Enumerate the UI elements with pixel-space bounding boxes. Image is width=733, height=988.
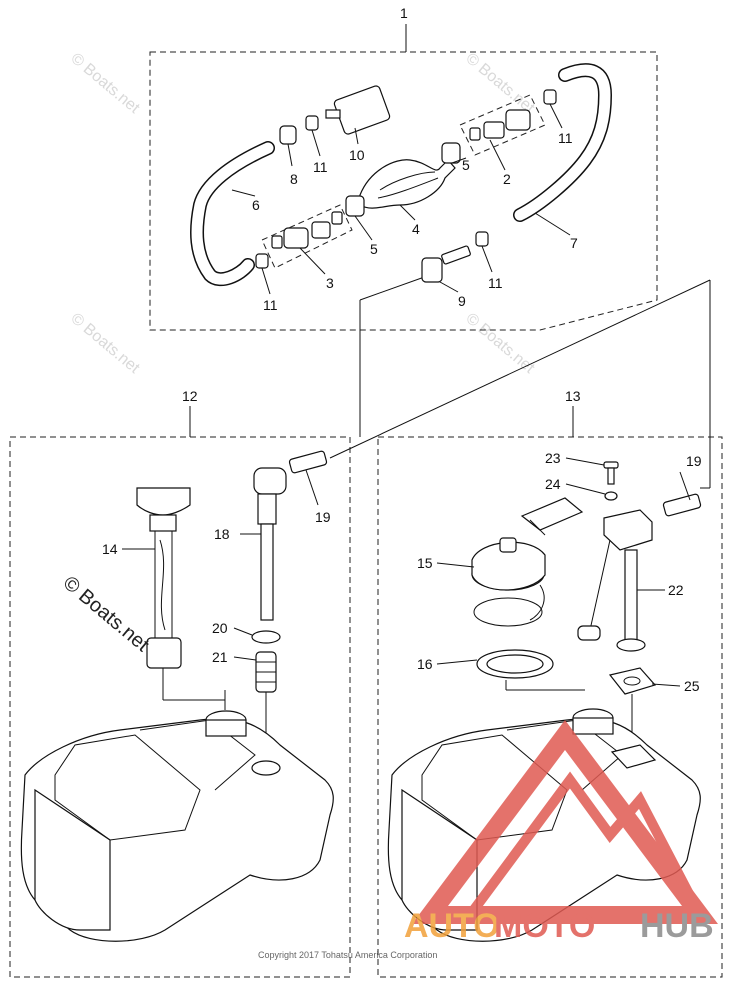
o-ring-20 xyxy=(251,630,281,644)
callout-3: 3 xyxy=(326,275,334,291)
gasket-25 xyxy=(608,667,657,695)
callout-13: 13 xyxy=(565,388,581,404)
washer-24 xyxy=(604,491,618,501)
plate-24 xyxy=(520,497,584,531)
callout-11: 11 xyxy=(558,130,573,146)
callout-7: 7 xyxy=(570,235,578,251)
hose-6 xyxy=(190,141,275,287)
callout-24: 24 xyxy=(545,476,561,492)
hose-7 xyxy=(513,63,613,222)
fuel-cap-15 xyxy=(471,537,546,627)
callout-10: 10 xyxy=(349,147,365,163)
tank-assembly-box-13 xyxy=(377,436,723,978)
callout-19: 19 xyxy=(686,453,702,469)
brand-mountain-icon xyxy=(465,771,705,918)
callout-25: 25 xyxy=(684,678,700,694)
elbow-18 xyxy=(253,467,287,621)
clip-11a xyxy=(305,115,319,131)
fitting-8 xyxy=(279,125,297,145)
callout-22: 22 xyxy=(668,582,684,598)
callout-11: 11 xyxy=(263,297,278,313)
callouts: 1 2 3 4 5 5 6 7 8 9 10 11 11 11 11 12 13… xyxy=(102,5,702,694)
brand-text-auto: AUTO xyxy=(404,907,500,945)
watermark-text: © Boats.net xyxy=(67,310,143,377)
connector-9 xyxy=(421,245,471,283)
screw-23 xyxy=(603,461,619,485)
fuel-tank-left xyxy=(20,710,334,942)
callout-14: 14 xyxy=(102,541,118,557)
callout-5: 5 xyxy=(370,241,378,257)
fuel-line-assembly-box xyxy=(149,51,658,331)
group-boxes xyxy=(9,51,723,978)
callout-4: 4 xyxy=(412,221,420,237)
watermark-text: © Boats.net xyxy=(67,50,143,117)
connector-3 xyxy=(261,204,353,269)
fuel-gauge-14 xyxy=(136,487,191,669)
gauge-22 xyxy=(577,509,653,652)
callout-12: 12 xyxy=(182,388,198,404)
brand-triangle-icon xyxy=(412,720,718,924)
fitting-5a xyxy=(441,142,461,164)
callout-16: 16 xyxy=(417,656,433,672)
brand-logo: AUTO MOTO HUB xyxy=(404,720,718,945)
watermark-text: © Boats.net xyxy=(462,50,538,117)
fittings xyxy=(255,85,557,283)
callout-21: 21 xyxy=(212,649,228,665)
watermark-strong: © Boats.net xyxy=(59,572,154,656)
watermark-text: © Boats.net xyxy=(462,310,538,377)
connector-10-stem xyxy=(325,109,341,119)
callout-11: 11 xyxy=(313,159,328,175)
callout-2: 2 xyxy=(503,171,511,187)
callout-18: 18 xyxy=(214,526,230,542)
fitting-5b xyxy=(345,195,365,217)
callout-20: 20 xyxy=(212,620,228,636)
tank-assembly-box-12 xyxy=(9,436,351,978)
callout-5: 5 xyxy=(462,157,470,173)
connector-19-right xyxy=(662,493,702,517)
clip-11c xyxy=(255,253,269,269)
gasket-16 xyxy=(476,649,554,679)
connector-19-left xyxy=(288,450,328,474)
copyright-notice: Copyright 2017 Tohatsu America Corporati… xyxy=(258,950,437,960)
clip-11d xyxy=(475,231,489,247)
clip-11b xyxy=(543,89,557,105)
filter-21 xyxy=(255,651,277,693)
connector-10 xyxy=(333,85,391,135)
connector-2 xyxy=(459,94,546,156)
callout-23: 23 xyxy=(545,450,561,466)
brand-text-moto: MOTO xyxy=(494,907,595,945)
callout-9: 9 xyxy=(458,293,466,309)
brand-text-hub: HUB xyxy=(640,907,714,945)
callout-1: 1 xyxy=(400,5,408,21)
callout-8: 8 xyxy=(290,171,298,187)
callout-19: 19 xyxy=(315,509,331,525)
callout-6: 6 xyxy=(252,197,260,213)
primer-bulb-4 xyxy=(359,159,456,209)
leader-lines xyxy=(122,103,691,687)
callout-15: 15 xyxy=(417,555,433,571)
callout-11: 11 xyxy=(488,275,503,291)
